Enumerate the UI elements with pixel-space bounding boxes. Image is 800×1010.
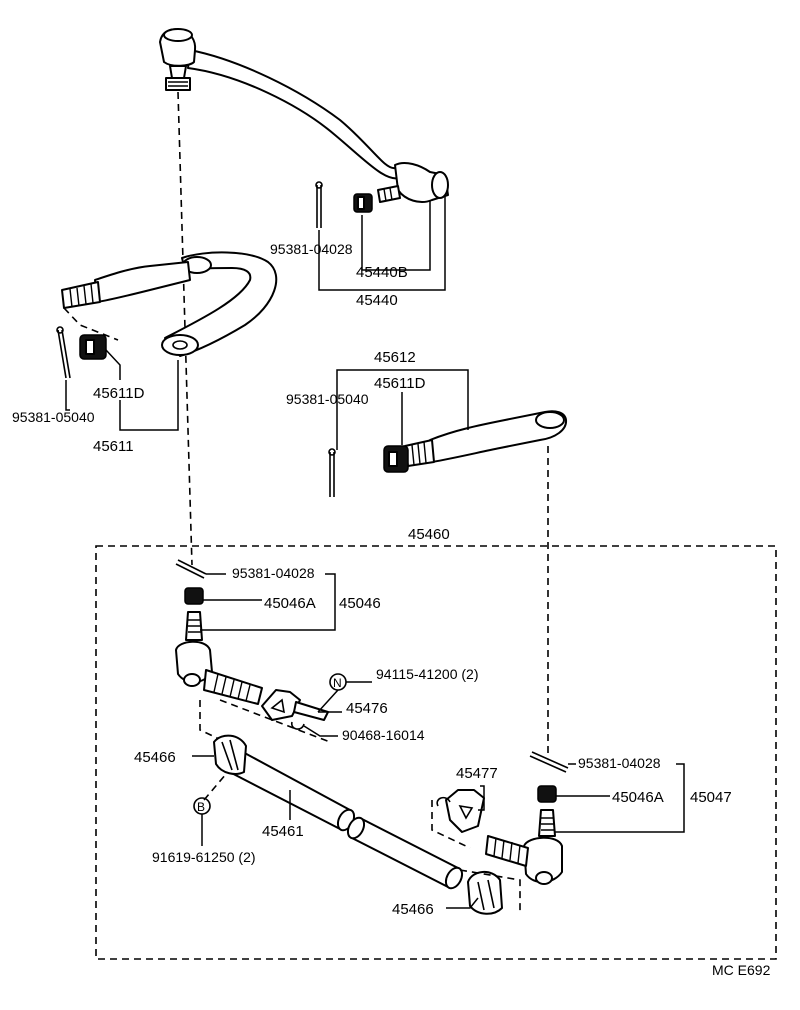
leaders-45611 <box>65 349 179 431</box>
leaders-45046 <box>200 573 336 631</box>
alignment-line-top <box>177 91 193 566</box>
label-45476: 45476 <box>346 700 388 717</box>
clamp-45466-lower <box>467 871 503 915</box>
clamp-45477 <box>436 789 485 833</box>
leaders-45612 <box>336 369 469 450</box>
clamp-45476 <box>261 689 329 730</box>
label-45611: 45611 <box>93 438 134 455</box>
tube-right <box>346 816 464 890</box>
label-95381-04028-b: 95381-04028 <box>578 755 661 771</box>
label-45047: 45047 <box>690 789 732 806</box>
tie-rod-end-right <box>485 751 569 885</box>
label-45046A-b: 45046A <box>612 789 664 806</box>
label-95381-04028-a: 95381-04028 <box>232 565 315 581</box>
label-90468-16014: 90468-16014 <box>342 727 425 743</box>
label-45466-b: 45466 <box>392 901 434 918</box>
leaders-45440 <box>318 195 446 291</box>
leader-45477 <box>478 785 485 811</box>
tube-left <box>213 734 356 832</box>
diagram-code: MC E692 <box>712 962 771 978</box>
assembly-box-45460 <box>95 545 777 960</box>
callout-b-text: B <box>197 800 205 814</box>
clamp-guide-left-b <box>219 699 331 743</box>
label-45466-a: 45466 <box>134 749 176 766</box>
leaders-45047 <box>555 763 685 833</box>
label-45440: 45440 <box>356 292 398 309</box>
label-45611D-right: 45611D <box>374 375 426 392</box>
label-95381-05040-right: 95381-05040 <box>286 391 369 407</box>
bolt-guide <box>203 773 227 801</box>
label-45046A: 45046A <box>264 595 316 612</box>
drag-link <box>159 28 449 228</box>
label-45611D-left: 45611D <box>93 385 145 402</box>
clamp-guide-lower <box>459 869 521 912</box>
leader-45466-b <box>446 897 479 909</box>
tie-rod-end-left <box>175 559 263 705</box>
label-45460: 45460 <box>408 526 450 543</box>
label-45612: 45612 <box>374 349 416 366</box>
label-94115-41200: 94115-41200 (2) <box>376 666 478 682</box>
label-45046: 45046 <box>339 595 381 612</box>
leaders-clamp <box>303 681 372 737</box>
label-45461: 45461 <box>262 823 304 840</box>
clamp-guide-right <box>431 800 471 849</box>
callout-n-text: N <box>333 676 342 690</box>
label-95381-05040-left: 95381-05040 <box>12 409 95 425</box>
label-95381-04028-top: 95381-04028 <box>270 241 353 257</box>
label-45440B: 45440B <box>356 264 408 281</box>
label-91619-61250: 91619-61250 (2) <box>152 849 256 865</box>
knuckle-arm-left <box>56 251 278 379</box>
label-45477: 45477 <box>456 765 498 782</box>
knuckle-arm-right <box>328 410 568 497</box>
